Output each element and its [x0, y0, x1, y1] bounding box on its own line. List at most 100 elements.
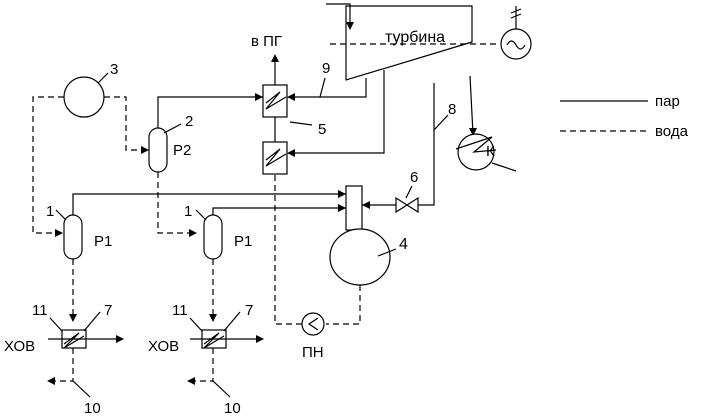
live-steam-inlet: [326, 3, 351, 26]
expander-r1-left: [63, 190, 346, 322]
turbine: [326, 3, 496, 81]
leader-8: [433, 114, 449, 131]
label-r2: Р2: [173, 142, 191, 159]
legend-water-label: вода: [655, 123, 689, 140]
r1-right-drain-arrow: [209, 314, 217, 322]
water-3-to-r1a: [32, 96, 64, 234]
cooling-water-line: [491, 162, 517, 172]
valve-6-right: [405, 196, 419, 214]
heater-upper-box: [262, 84, 288, 118]
legend: [560, 100, 648, 132]
heat-exchanger-right: [187, 329, 264, 385]
label-9: 9: [322, 60, 330, 77]
r1-right-steam-arrow: [338, 204, 346, 212]
heater-lower: [262, 141, 288, 175]
r1-left-steam: [72, 193, 346, 215]
heater-lower-coil: [265, 148, 287, 167]
pump-to-heaters: [274, 174, 302, 325]
hx-right-drain: [188, 348, 214, 382]
leader-2: [163, 123, 182, 134]
label-4: 4: [399, 236, 408, 253]
water-2-to-r1b: [157, 172, 196, 234]
heater-upper-coil: [265, 91, 287, 110]
to-sg-label: в ПГ: [251, 33, 282, 50]
heater-upper: [262, 84, 288, 118]
generator: [500, 6, 532, 60]
water-2-arrow: [189, 229, 197, 237]
pump-chevron: [307, 317, 319, 331]
generator-tick-1: [510, 8, 522, 14]
expander-r1-right: [203, 204, 346, 322]
label-11b: 11: [172, 302, 188, 319]
deaerator-to-pump: [326, 285, 361, 325]
leader-1a: [55, 209, 67, 221]
leader-9: [319, 77, 326, 98]
hx-right-drain-arrow: [187, 377, 195, 385]
feed-pump: [274, 174, 361, 336]
label-10b: 10: [224, 400, 241, 417]
hx-left-drain: [48, 348, 74, 382]
label-6: 6: [410, 169, 418, 186]
separator-2: [148, 127, 168, 173]
legend-steam-label: пар: [655, 93, 680, 110]
leader-1b: [195, 209, 207, 221]
steam-2-to-heater: [157, 96, 263, 128]
r1-left-drain-arrow: [69, 314, 77, 322]
leader-4: [377, 248, 397, 257]
feedwater-to-sg-arrow: [271, 54, 279, 62]
label-2: 2: [185, 113, 193, 130]
generator-tick-2: [510, 13, 522, 19]
extraction-9-arrow: [287, 93, 295, 101]
label-1a: 1: [46, 203, 54, 220]
pump-label: ПН: [302, 344, 324, 361]
leader-6: [405, 185, 413, 199]
leader-3: [97, 72, 109, 84]
extraction-8: [418, 83, 435, 206]
hx-left-drain-arrow: [47, 377, 55, 385]
hx-right-flow-arrow: [256, 335, 264, 343]
label-7b: 7: [245, 302, 253, 319]
water-3-to-2-arrow: [141, 146, 149, 154]
water-3-to-2: [104, 96, 148, 151]
condenser-coil: [455, 136, 497, 153]
label-7a: 7: [104, 302, 112, 319]
pump-circle: [301, 312, 325, 336]
extraction-9: [289, 78, 367, 98]
label-5: 5: [318, 121, 326, 138]
r1-right-steam: [212, 207, 346, 215]
turbine-label: турбина: [385, 29, 445, 46]
extraction-5-arrow: [287, 149, 295, 157]
turbine-body: [345, 5, 473, 81]
leader-5: [289, 121, 313, 126]
hx-left-flow-arrow: [116, 335, 124, 343]
deaerator-tank: [329, 228, 391, 286]
ac-symbol: [506, 40, 526, 50]
label-1b: 1: [184, 203, 192, 220]
label-10a: 10: [84, 400, 101, 417]
leader-7a: [83, 311, 101, 332]
deaerator: [329, 185, 391, 286]
heater-lower-box: [262, 141, 288, 175]
leader-11a: [49, 317, 63, 332]
label-3: 3: [110, 61, 118, 78]
water-3-arrow: [55, 229, 63, 237]
leader-10b: [212, 380, 231, 398]
r1-right-body: [203, 214, 223, 260]
leader-7b: [223, 311, 241, 332]
heat-exchanger-left: [47, 329, 124, 385]
r1-left-steam-arrow: [338, 190, 346, 198]
leader-11b: [189, 317, 203, 332]
exhaust-line: [469, 75, 474, 135]
extraction-5: [289, 70, 385, 154]
valve-6: [362, 196, 419, 214]
label-r1b: Р1: [234, 233, 252, 250]
chem-water-left: ХОВ: [4, 338, 35, 355]
valve-6-left: [395, 196, 409, 214]
chem-water-right: ХОВ: [148, 338, 179, 355]
valve-6-arrow: [362, 201, 370, 209]
label-11a: 11: [32, 302, 48, 319]
r1-left-body: [63, 214, 83, 260]
deaerator-column: [345, 185, 363, 231]
